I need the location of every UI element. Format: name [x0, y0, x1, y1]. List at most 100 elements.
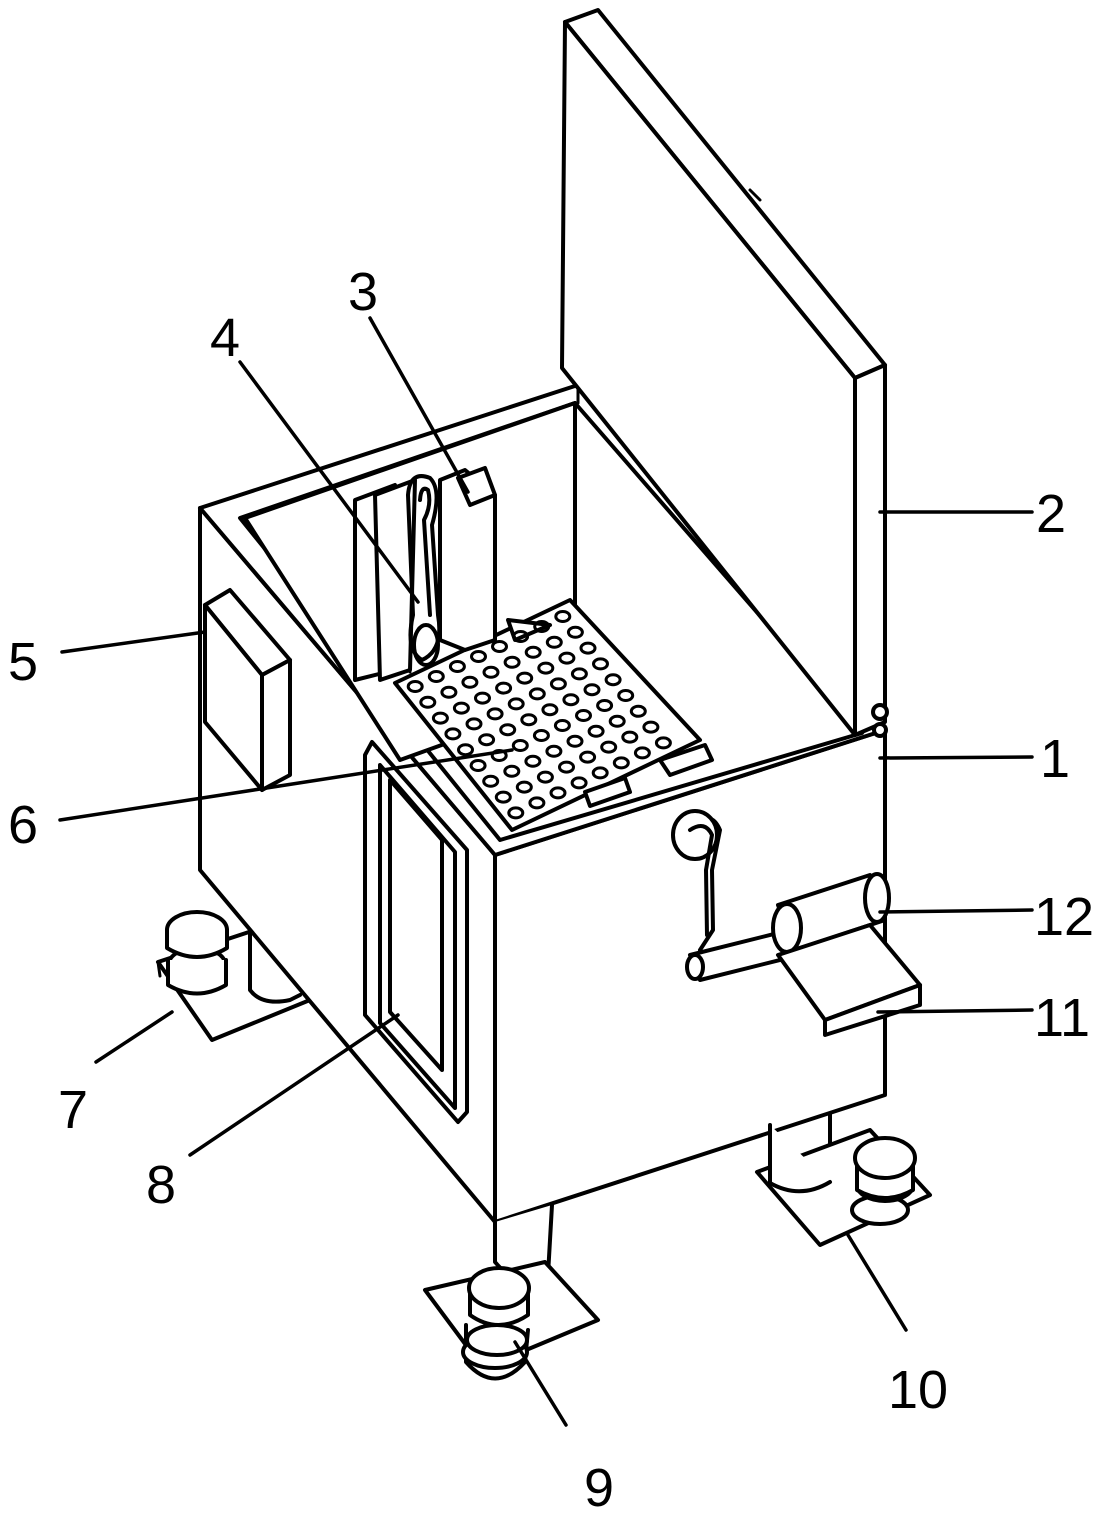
leader-9 [513, 1340, 568, 1427]
tray-hole [482, 774, 500, 788]
tray-hole [470, 650, 487, 663]
tray-hole [528, 796, 546, 810]
callout-10: 10 [888, 1360, 948, 1420]
tray-hole [452, 701, 470, 715]
tray-hole [536, 770, 554, 784]
tray-hole [579, 750, 597, 764]
callout-3: 3 [348, 262, 378, 322]
tray-hole [532, 729, 550, 742]
tray-hole [549, 786, 567, 800]
callout-9: 9 [584, 1458, 614, 1518]
leader-5 [60, 630, 207, 654]
callout-4: 4 [210, 308, 240, 368]
tray-hole [499, 723, 517, 737]
callout-1: 1 [1040, 729, 1070, 789]
tray-hole [494, 790, 512, 804]
tray-hole [608, 714, 626, 728]
tray-hole [478, 733, 496, 747]
leader-6 [58, 748, 514, 822]
leader-1 [878, 755, 1034, 760]
tray-hole [486, 707, 504, 721]
tray-hole [482, 665, 500, 679]
side-control-box [203, 588, 292, 792]
tray-hole [431, 711, 449, 725]
hinged-lid [560, 8, 889, 738]
tray-hole [444, 727, 462, 741]
tray-hole [537, 661, 555, 675]
tray-hole [457, 743, 474, 757]
callout-8: 8 [146, 1155, 176, 1215]
tray-hole [545, 744, 563, 758]
leader-11 [876, 1008, 1034, 1014]
tray-hole [465, 717, 483, 731]
side-window [363, 740, 469, 1124]
tray-hole [583, 683, 601, 697]
callout-11: 11 [1034, 988, 1090, 1048]
front-right-leg [768, 1123, 832, 1194]
tray-hole [503, 655, 521, 669]
tray-hole [642, 720, 660, 734]
inner-support [353, 466, 497, 682]
tray-hole [507, 806, 525, 820]
tray-hole [511, 739, 529, 752]
tray-hole [575, 709, 592, 722]
tray-hole [566, 625, 584, 639]
tray-hole [406, 680, 424, 693]
tray-holes [406, 610, 672, 820]
tray-hole [633, 746, 651, 760]
tray-hole [592, 657, 609, 671]
tray-hole [596, 699, 614, 712]
tray-hole [558, 651, 576, 665]
callout-2: 2 [1036, 484, 1066, 544]
tray-hole [440, 685, 458, 699]
tray-hole [629, 704, 647, 718]
tray-hole [570, 667, 588, 681]
front-handle [671, 809, 922, 1037]
tray-hole [512, 630, 530, 643]
tray-hole [579, 641, 597, 655]
tray-hole [469, 759, 487, 772]
tray-hole [524, 645, 542, 659]
tray-hole [562, 693, 580, 707]
leader-lines [58, 316, 1034, 1427]
leader-12 [878, 908, 1034, 914]
tray-hole [545, 635, 563, 649]
callout-12: 12 [1034, 887, 1094, 947]
tray-hole [541, 703, 559, 717]
tray-hole [654, 736, 672, 750]
tray-hole [600, 740, 618, 754]
tray-hole [461, 675, 479, 689]
tray-hole [612, 756, 630, 770]
tray-hole [558, 760, 575, 774]
tray-hole [553, 719, 571, 732]
leader-3 [368, 316, 470, 494]
tray-hole [495, 681, 513, 695]
tray-hole [528, 687, 546, 701]
tray-hole [491, 640, 508, 653]
leader-8 [188, 1013, 400, 1157]
tray-hole [533, 620, 551, 633]
tray-hole [604, 673, 622, 687]
tray-hole [448, 660, 466, 673]
tray-hole [591, 766, 609, 780]
callout-5: 5 [8, 632, 38, 692]
tray-hole [617, 689, 635, 702]
tray-hole [507, 697, 525, 711]
tray-hole [503, 764, 521, 778]
tray-hole [474, 691, 491, 705]
callout-6: 6 [8, 795, 38, 855]
tray-hole [427, 670, 445, 683]
front-left-foot [423, 1203, 600, 1381]
tray-hole [554, 610, 572, 623]
leader-4 [238, 360, 420, 604]
tray-hole [524, 754, 542, 768]
leader-7 [94, 1010, 174, 1064]
tray-hole [520, 713, 538, 727]
tray-hole [621, 730, 639, 744]
tray-hole [516, 671, 534, 685]
tray-hole [566, 734, 584, 748]
tray-hole [587, 724, 605, 738]
callout-7: 7 [58, 1080, 88, 1140]
